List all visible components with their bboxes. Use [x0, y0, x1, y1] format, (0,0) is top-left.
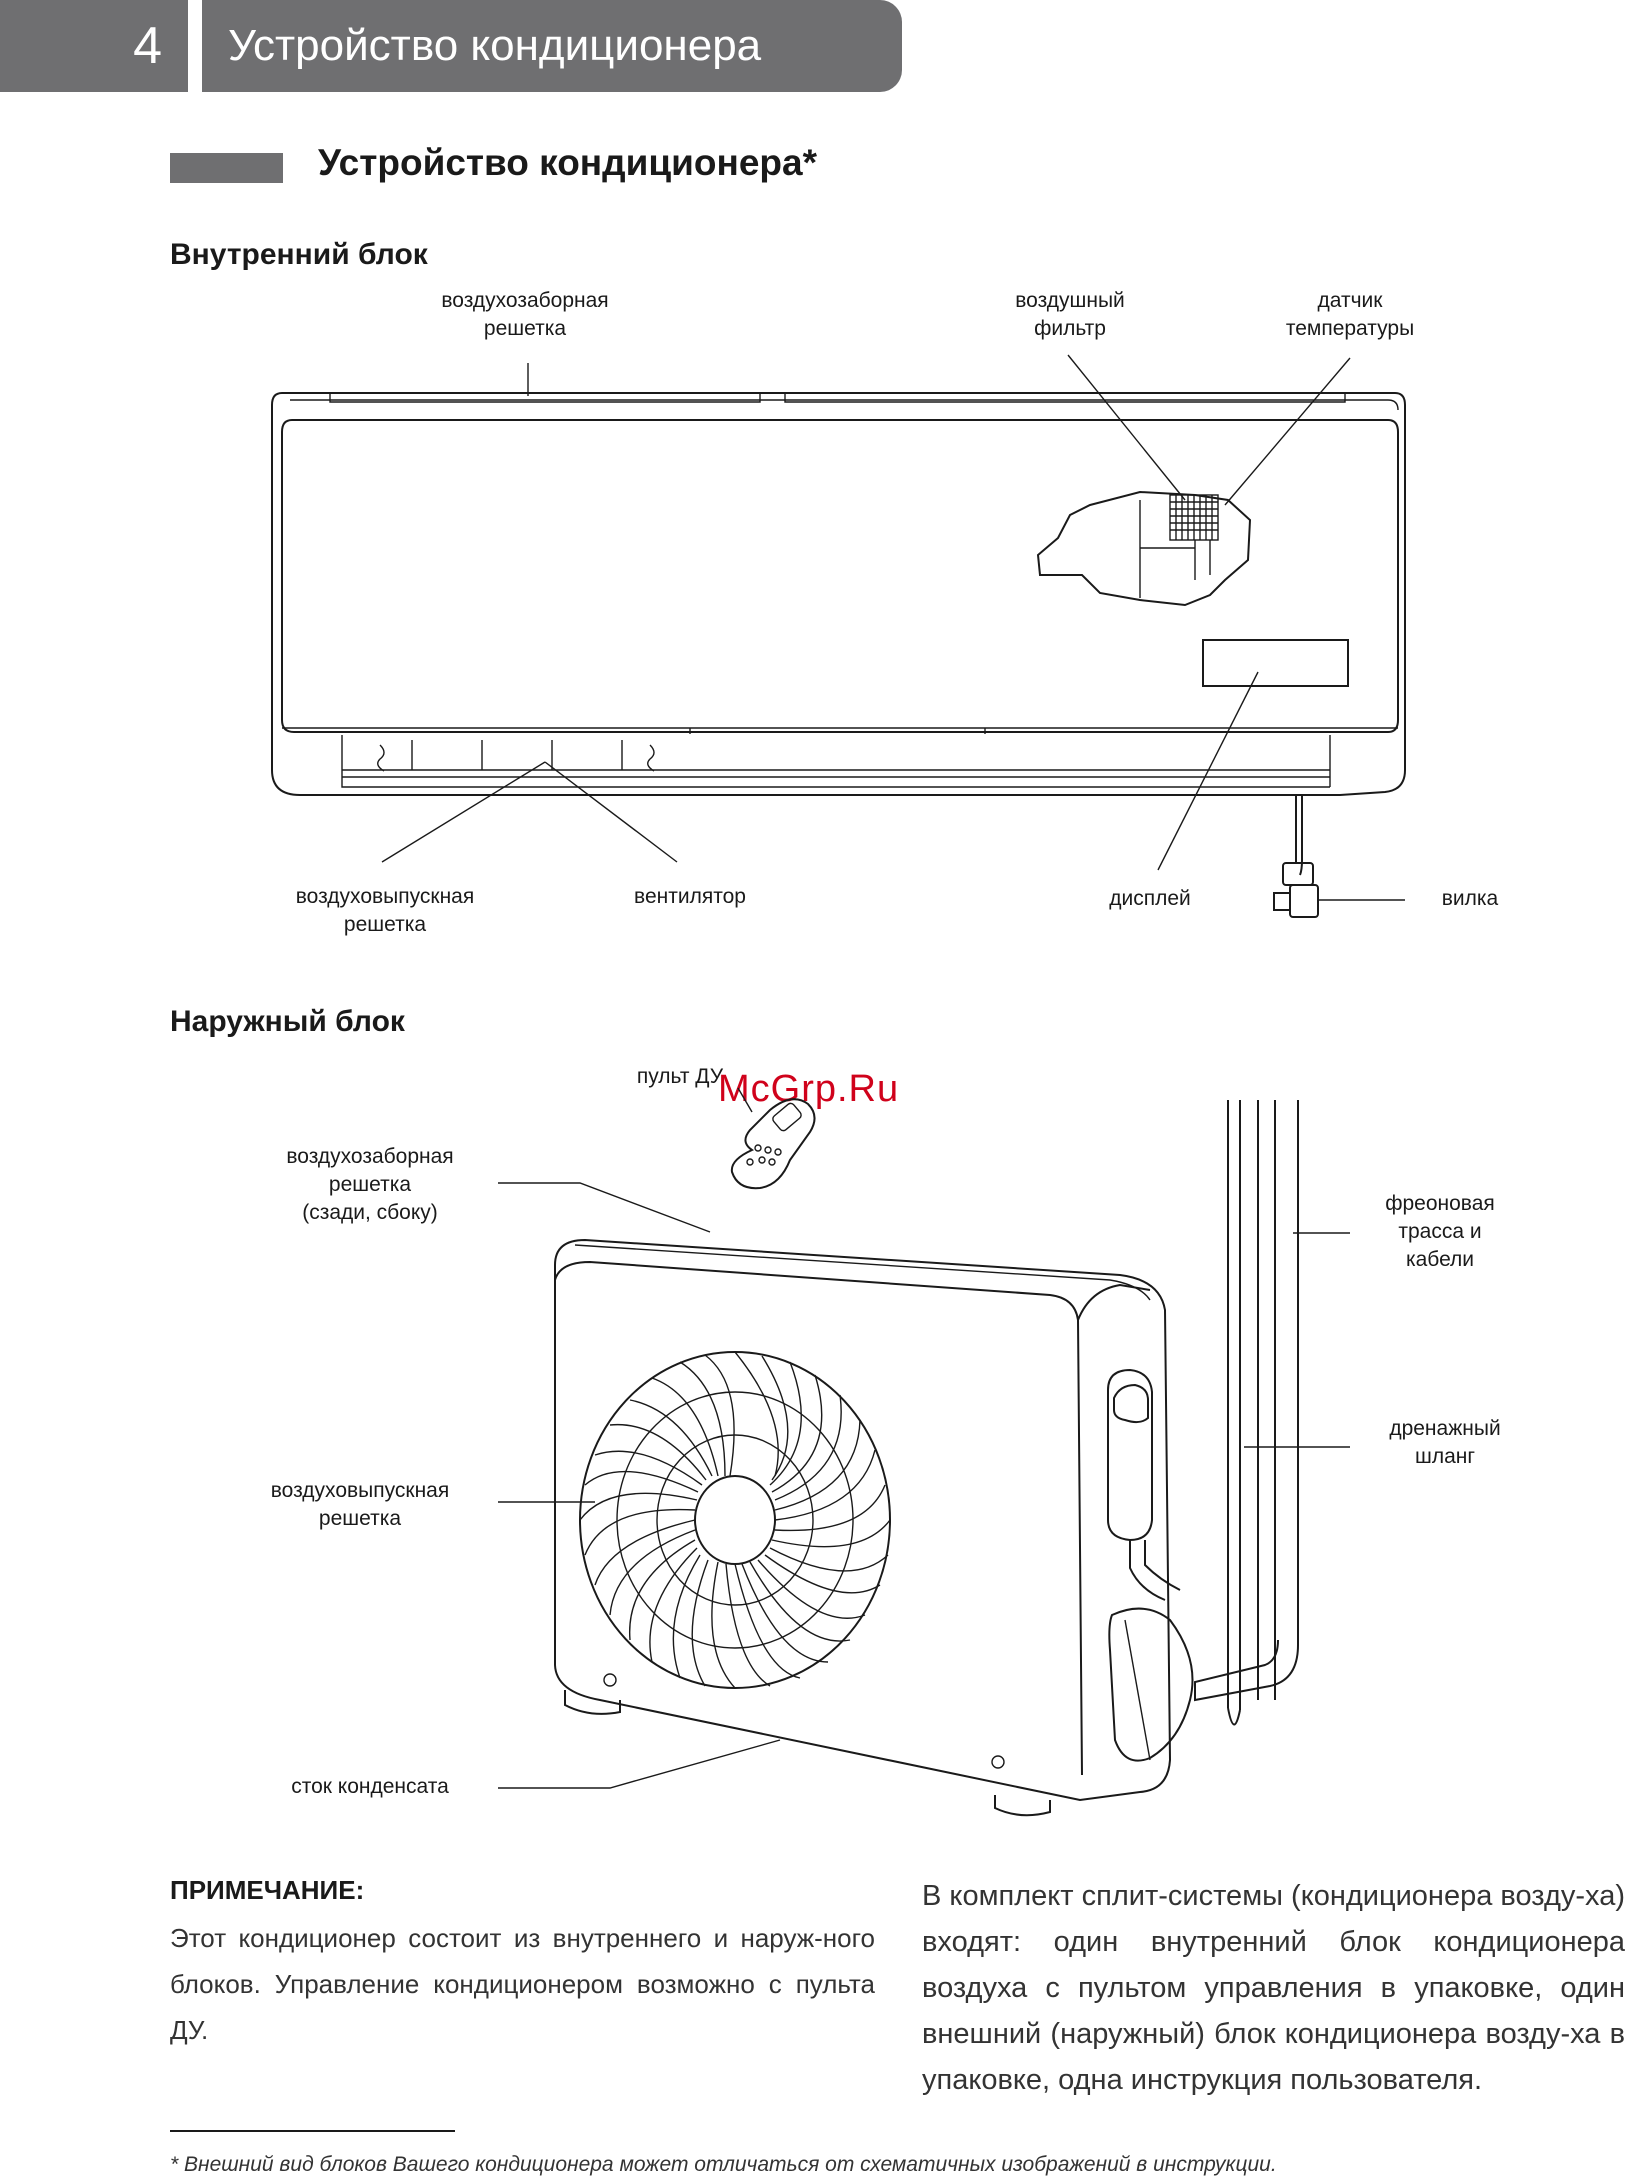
fan-grille-icon: [579, 1351, 891, 1689]
plug-label: вилка: [1441, 887, 1499, 910]
label-line: датчик: [1317, 289, 1383, 312]
label-line: дренажный: [1389, 1417, 1501, 1440]
info-text: В комплект сплит-системы (кондиционера в…: [922, 1880, 1625, 2096]
section-title: Устройство кондиционера*: [318, 142, 817, 183]
indoor-unit-diagram: [271, 354, 1406, 918]
label-line: фильтр: [1034, 317, 1106, 340]
label-line: решетка: [318, 1507, 402, 1530]
label-line: фреоновая: [1385, 1192, 1495, 1215]
outdoor-outlet-grille-label: воздуховыпускная решетка: [240, 1477, 480, 1533]
indoor-intake-grille-label: воздухозаборная решетка: [410, 287, 640, 343]
label-line: воздуховыпускная: [295, 885, 475, 908]
pipes-label: фреоновая трасса и кабели: [1360, 1190, 1520, 1274]
outdoor-unit-diagram: [498, 1087, 1350, 1817]
label-line: решетка: [483, 317, 567, 340]
label-line: трасса и: [1398, 1220, 1482, 1243]
label-line: шланг: [1414, 1445, 1476, 1468]
outdoor-unit-title: Наружный блок: [170, 1005, 405, 1038]
remote-control-icon: [730, 1098, 816, 1190]
outdoor-intake-grille-label: воздухозаборная решетка (сзади, сбоку): [250, 1143, 490, 1227]
label-line: воздуховыпускная: [270, 1479, 450, 1502]
temp-sensor-label: датчик температуры: [1245, 287, 1455, 343]
page-number: 4: [0, 0, 188, 92]
indoor-outlet-grille-label: воздуховыпускная решетка: [265, 883, 505, 939]
remote-label: пульт ДУ: [636, 1065, 724, 1088]
label-line: воздухозаборная: [286, 1145, 454, 1168]
note-heading: ПРИМЕЧАНИЕ:: [170, 1875, 365, 1905]
footnote: * Внешний вид блоков Вашего кондиционера…: [170, 2153, 1277, 2176]
section-bar: [170, 153, 283, 183]
footnote-divider: [170, 2130, 455, 2132]
indoor-unit-title: Внутренний блок: [170, 238, 428, 271]
label-line: воздушный: [1015, 289, 1125, 312]
display-label: дисплей: [1109, 887, 1191, 910]
label-line: решетка: [328, 1173, 412, 1196]
label-line: кабели: [1405, 1248, 1475, 1271]
label-line: (сзади, сбоку): [302, 1201, 438, 1224]
air-filter-label: воздушный фильтр: [970, 287, 1170, 343]
label-line: решетка: [343, 913, 427, 936]
header-title: Устройство кондиционера: [202, 0, 902, 92]
condensate-label: сток конденсата: [291, 1775, 449, 1798]
fan-label: вентилятор: [634, 885, 746, 908]
note-text: Этот кондиционер состоит из внутреннего …: [170, 1923, 875, 2045]
label-line: температуры: [1285, 317, 1415, 340]
label-line: воздухозаборная: [441, 289, 609, 312]
drain-hose-label: дренажный шланг: [1365, 1415, 1525, 1471]
